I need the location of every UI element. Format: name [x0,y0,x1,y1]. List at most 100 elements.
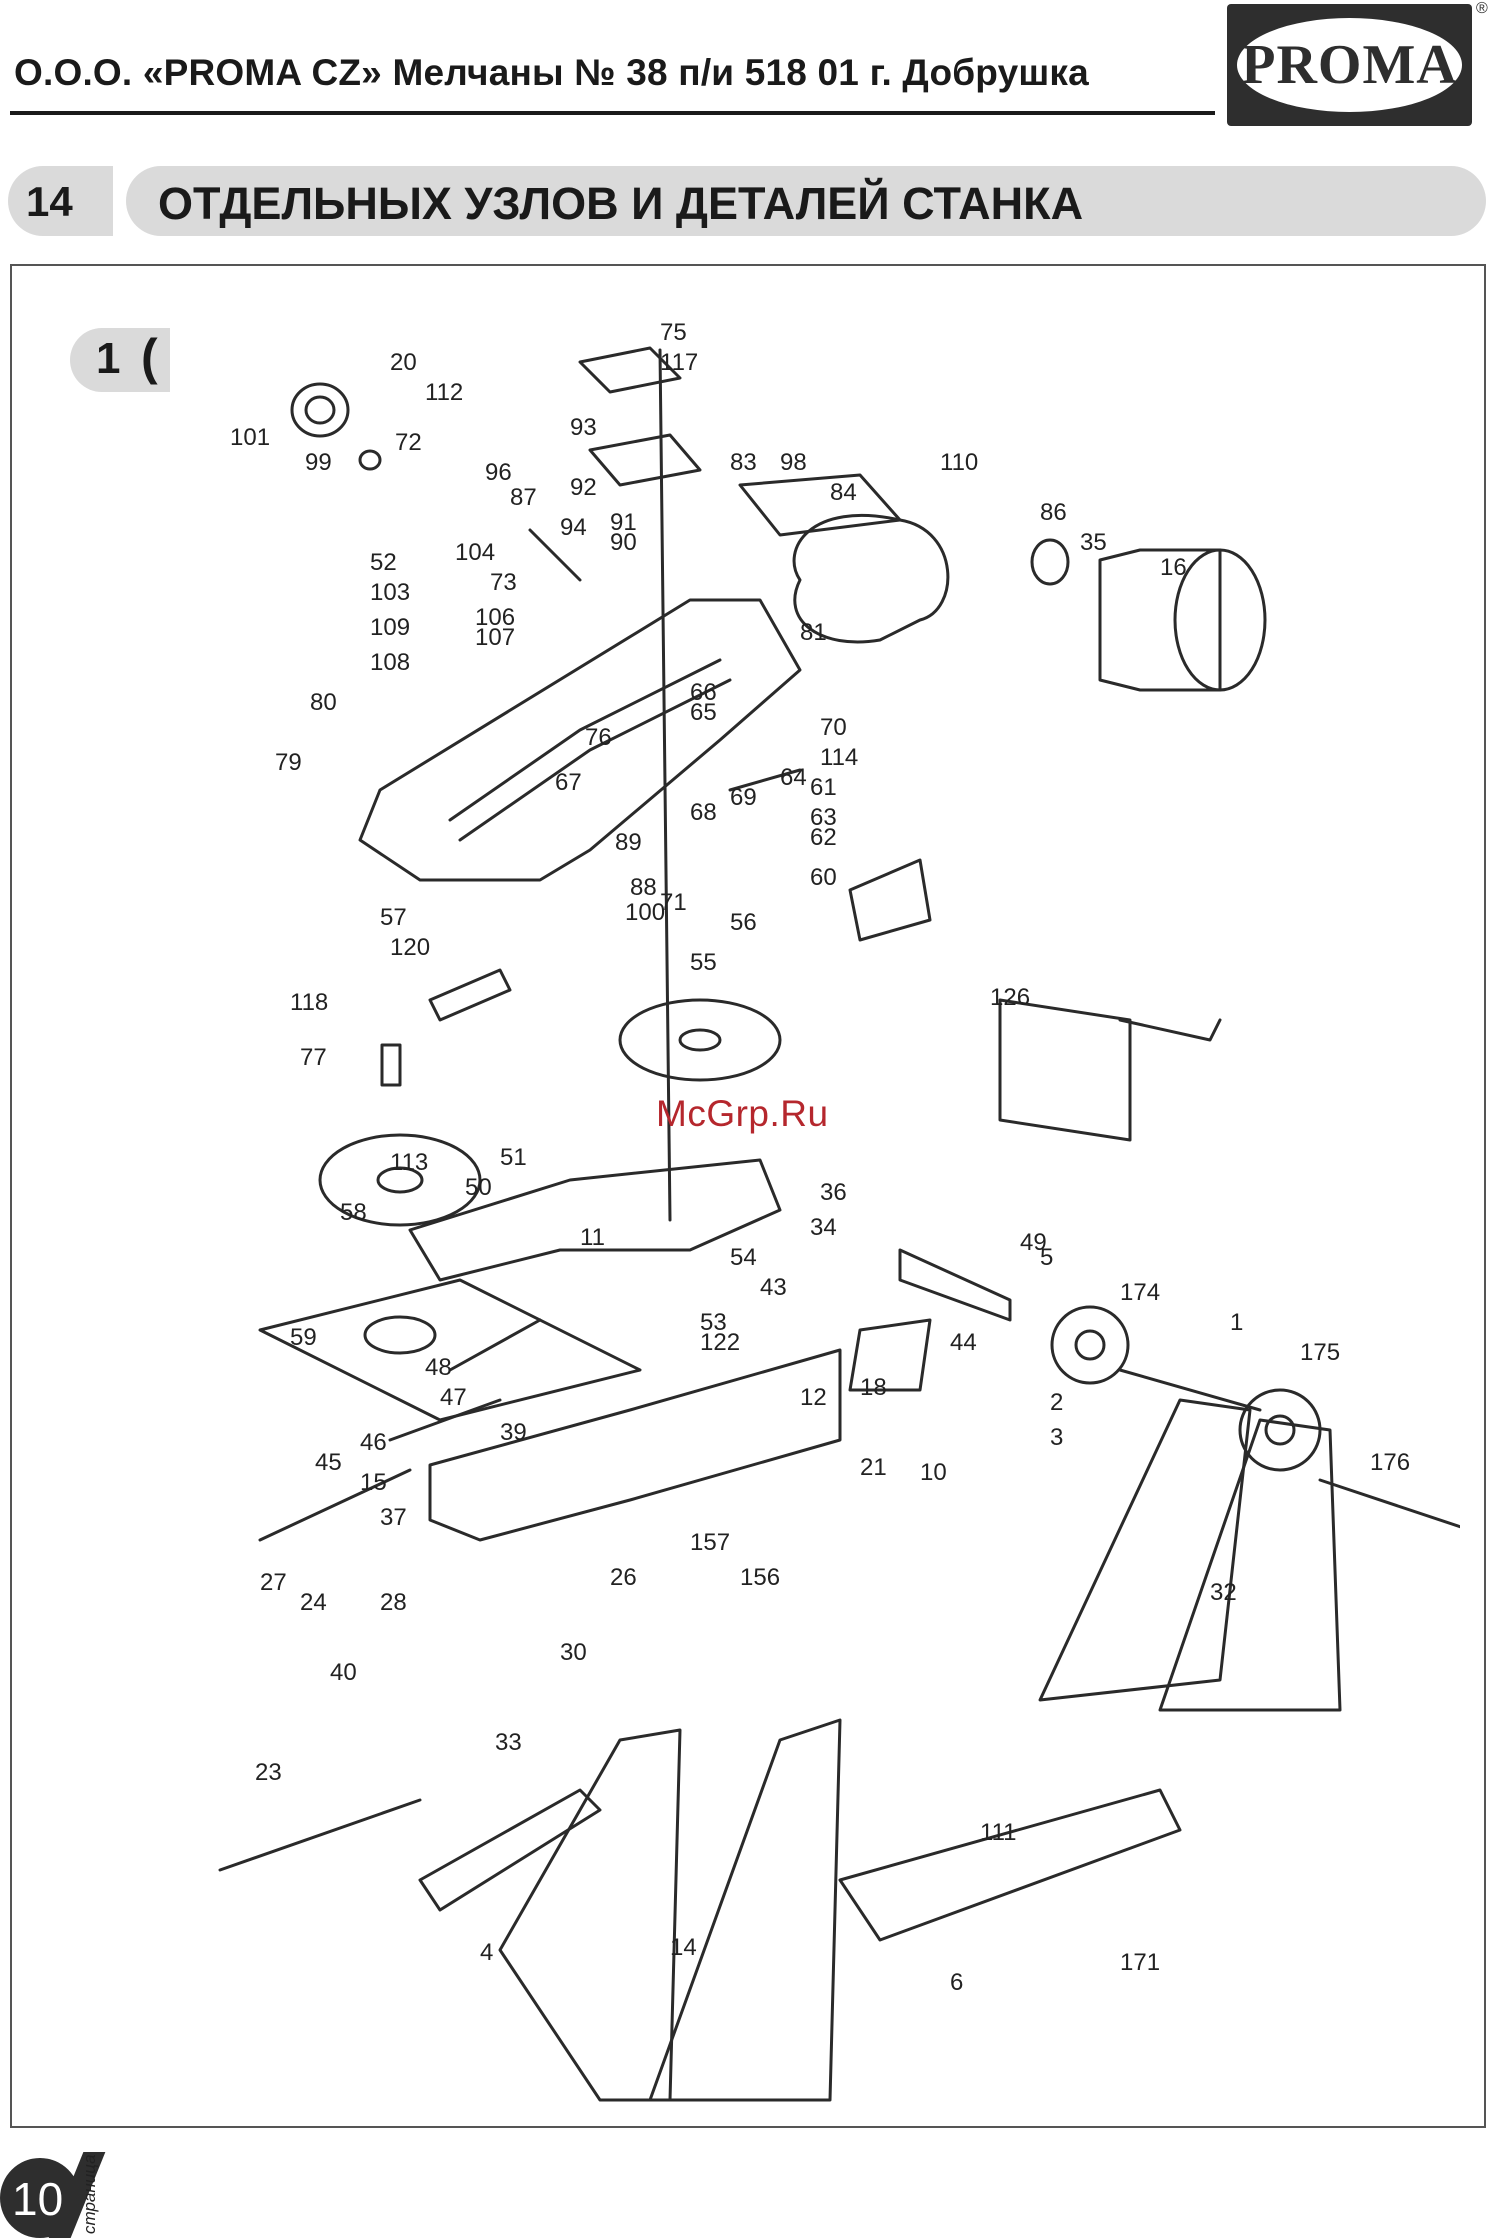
part-callout-93: 93 [570,414,597,441]
shaft-15 [258,1468,412,1542]
part-callout-11: 11 [580,1224,605,1251]
part-callout-87: 87 [510,484,537,511]
part-callout-23: 23 [255,1759,282,1786]
part-callout-34: 34 [810,1214,837,1241]
part-callout-2: 2 [1050,1389,1063,1416]
bearing-99 [358,449,382,471]
part-callout-75: 75 [660,320,687,346]
part-callout-58: 58 [340,1199,367,1226]
pulley-101 [290,382,350,438]
logo-oval: PROMA [1237,18,1462,112]
part-callout-30: 30 [560,1639,587,1666]
part-callout-120: 120 [390,934,430,961]
part-callout-80: 80 [310,689,337,716]
part-callout-18: 18 [860,1374,887,1401]
part-callout-36: 36 [820,1179,847,1206]
leg-front [498,1728,682,2102]
part-callout-103: 103 [370,579,410,606]
part-callout-33: 33 [495,1729,522,1756]
part-callout-122: 122 [700,1329,740,1356]
part-callout-114: 114 [820,744,858,771]
part-callout-32: 32 [1210,1579,1237,1606]
part-callout-66: 66 [690,679,717,706]
bracket-64 [848,858,932,942]
base-37 [428,1348,842,1542]
part-callout-50: 50 [465,1174,492,1201]
part-callout-10: 10 [920,1459,947,1486]
part-callout-72: 72 [395,429,422,456]
rod-39 [388,1398,502,1442]
part-callout-14: 14 [670,1934,697,1961]
part-callout-68: 68 [690,799,717,826]
part-callout-90: 90 [610,529,637,556]
part-callout-92: 92 [570,474,597,501]
part-callout-37: 37 [380,1504,407,1531]
part-callout-65: 65 [690,699,717,726]
part-callout-98: 98 [780,449,807,476]
motor-end [1173,548,1267,692]
part-callout-156: 156 [740,1564,780,1591]
part-callout-73: 73 [490,569,517,596]
handwheel-71 [618,998,782,1082]
part-callout-16: 16 [1160,554,1187,581]
part-callout-175: 175 [1300,1339,1340,1366]
plate-113 [408,1158,782,1282]
part-callout-108: 108 [370,649,410,676]
part-callout-126: 126 [990,984,1030,1011]
part-callout-83: 83 [730,449,757,476]
part-callout-77: 77 [300,1044,327,1071]
part-callout-111: 111 [980,1819,1016,1846]
part-callout-106: 106 [475,604,515,631]
part-callout-46: 46 [360,1429,387,1456]
figure-frame [10,264,1486,2128]
part-callout-28: 28 [380,1589,407,1616]
part-callout-43: 43 [760,1274,787,1301]
part-callout-89: 89 [615,829,642,856]
part-callout-91: 91 [610,509,637,536]
page-word: страница [80,2154,99,2234]
part-callout-84: 84 [830,479,857,506]
registered-mark: ® [1476,0,1488,17]
part-callout-99: 99 [305,449,332,476]
part-callout-96: 96 [485,459,512,486]
part-callout-4: 4 [480,1939,493,1966]
part-callout-69: 69 [730,784,757,811]
part-callout-171: 171 [1120,1949,1160,1976]
part-callout-67: 67 [555,769,582,796]
part-callout-26: 26 [610,1564,637,1591]
part-callout-86: 86 [1040,499,1067,526]
saw-arm-inner [448,658,722,822]
part-callout-24: 24 [300,1589,327,1616]
screw-32 [218,1798,422,1872]
header-divider [10,111,1215,115]
handwheel-77 [318,1133,482,1227]
part-callout-57: 57 [380,904,407,931]
part-callout-112: 112 [425,379,463,406]
part-callout-101: 101 [230,424,270,451]
part-callout-117: 117 [660,349,698,376]
part-callout-94: 94 [560,514,587,541]
part-callout-35: 35 [1080,529,1107,556]
part-callout-27: 27 [260,1569,287,1596]
part-callout-157: 157 [690,1529,730,1556]
proma-logo: PROMA [1227,4,1472,126]
section-title-bar [126,166,1486,236]
guard-plate-55 [998,998,1132,1142]
part-callout-60: 60 [810,864,837,891]
part-callout-54: 54 [730,1244,757,1271]
part-callout-104: 104 [455,539,495,566]
part-callout-176: 176 [1370,1449,1410,1476]
part-callout-20: 20 [390,349,417,376]
figure-paren: ( [141,329,158,385]
part-callout-55: 55 [690,949,717,976]
wheel-5 [1050,1305,1130,1385]
leg-rear [1158,1418,1342,1712]
leg-rear-2 [1038,1398,1252,1702]
part-callout-21: 21 [860,1454,887,1481]
part-callout-118: 118 [290,989,328,1016]
section-number: 14 [26,178,73,225]
part-callout-113: 113 [390,1149,428,1176]
watermark: McGrp.Ru [656,1093,829,1134]
logo-text: PROMA [1241,34,1458,96]
